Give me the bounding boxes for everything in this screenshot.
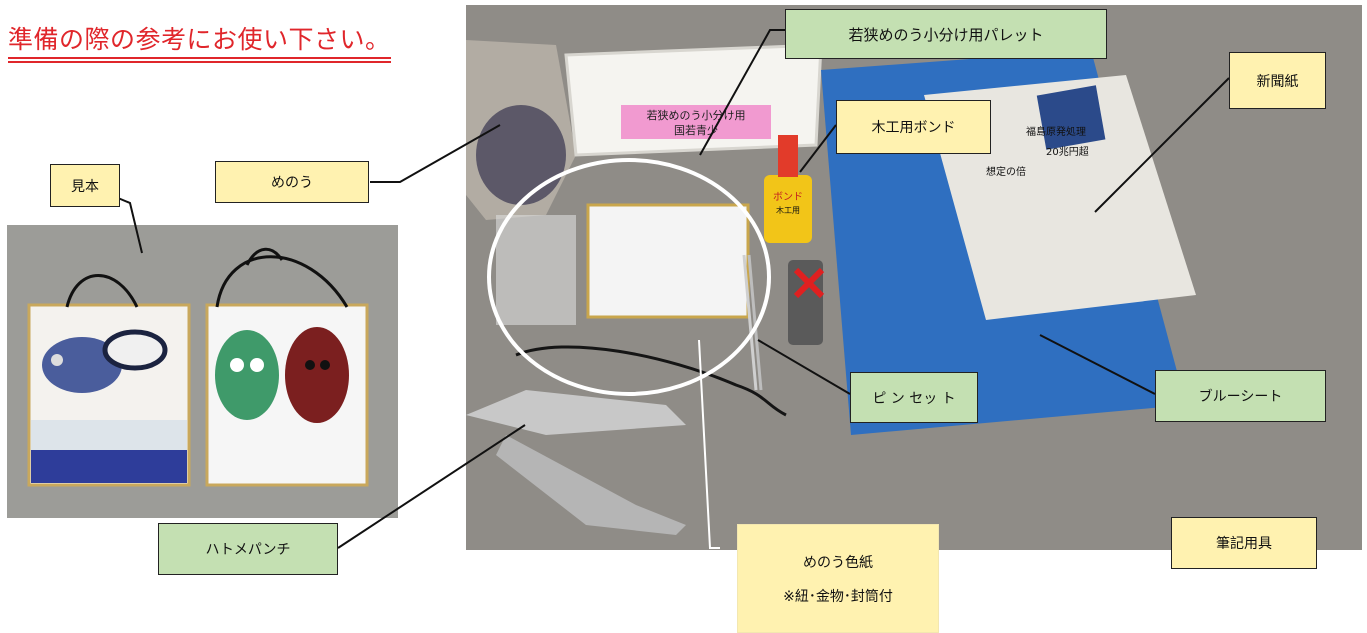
bond-brand: ボンド	[773, 191, 803, 203]
label-punch: ハトメパンチ	[158, 523, 338, 575]
bond-sub: 木工用	[776, 205, 800, 215]
label-tweezers: ピ ン セッ ト	[850, 372, 978, 423]
page-heading: 準備の際の参考にお使い下さい。	[8, 20, 391, 63]
sample-photo-art	[7, 225, 398, 518]
newspaper-sub: 想定の倍	[986, 165, 1026, 178]
label-sample: 見本	[50, 164, 120, 207]
label-blue-sheet: ブルーシート	[1155, 370, 1326, 422]
highlight-circle	[487, 158, 771, 396]
label-shikishi-title: めのう色紙	[803, 554, 873, 571]
materials-photo: 若狭めのう小分け用 国若青少 福島原発処理 20兆円超 想定の倍 ボンド 木工用	[466, 5, 1362, 550]
materials-photo-art: 若狭めのう小分け用 国若青少 福島原発処理 20兆円超 想定の倍 ボンド 木工用	[466, 5, 1362, 550]
label-bond: 木工用ボンド	[836, 100, 991, 154]
bond-bottle	[764, 175, 812, 243]
label-newspaper: 新聞紙	[1229, 52, 1326, 109]
label-writing-tools: 筆記用具	[1171, 517, 1317, 569]
label-palette: 若狭めのう小分け用パレット	[785, 9, 1107, 59]
newspaper-headline: 福島原発処理	[1026, 125, 1086, 138]
tray-sticker-line1: 若狭めのう小分け用	[647, 109, 746, 122]
cord	[515, 345, 787, 417]
tweezers	[742, 254, 758, 391]
shikishi-board	[586, 203, 750, 319]
label-agate: めのう	[215, 161, 369, 203]
cross-mark	[793, 267, 825, 299]
label-shikishi: めのう色紙 ※紐･金物･封筒付	[737, 524, 939, 633]
newspaper-figure: 20兆円超	[1046, 145, 1089, 158]
eyelet-punch	[466, 390, 686, 435]
sample-photo	[7, 225, 398, 518]
label-shikishi-note: ※紐･金物･封筒付	[783, 588, 893, 605]
tray-sticker-line2: 国若青少	[674, 124, 718, 137]
